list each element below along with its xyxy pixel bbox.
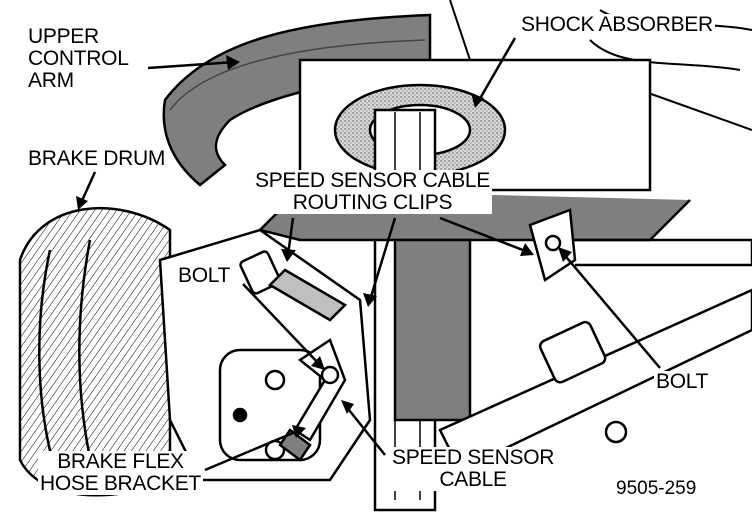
label-speed-sensor-cable-line-1: SPEED SENSOR — [392, 446, 555, 469]
brake-flex-hose — [239, 250, 348, 462]
leader-arrowheads — [76, 55, 572, 438]
label-upper-control-arm-line-2: CONTROL — [28, 47, 129, 70]
label-brake-flex-hose-bracket-line-2: HOSE BRACKET — [40, 472, 201, 495]
label-routing-clips-line-2: ROUTING CLIPS — [292, 191, 453, 214]
label-routing-clips: SPEED SENSOR CABLE ROUTING CLIPS — [253, 169, 493, 214]
label-speed-sensor-cable: SPEED SENSOR CABLE — [390, 446, 557, 491]
figure-number: 9505-259 — [614, 478, 699, 500]
label-shock-absorber: SHOCK ABSORBER — [519, 13, 715, 36]
label-bolt-left: BOLT — [176, 264, 233, 287]
label-bolt-right: BOLT — [654, 370, 711, 393]
label-upper-control-arm-line-3: ARM — [28, 69, 74, 92]
label-speed-sensor-cable-line-2: CABLE — [439, 468, 507, 491]
label-upper-control-arm: UPPER CONTROL ARM — [26, 26, 131, 92]
tie-rod — [438, 288, 752, 472]
label-brake-drum: BRAKE DRUM — [26, 147, 168, 170]
label-routing-clips-line-1: SPEED SENSOR CABLE — [255, 169, 491, 192]
label-brake-flex-hose-bracket: BRAKE FLEX HOSE BRACKET — [38, 451, 203, 495]
right-bracket — [528, 208, 752, 283]
label-upper-control-arm-line-1: UPPER — [28, 25, 99, 48]
leader-lines — [78, 37, 661, 472]
label-brake-flex-hose-bracket-line-1: BRAKE FLEX — [57, 450, 184, 473]
